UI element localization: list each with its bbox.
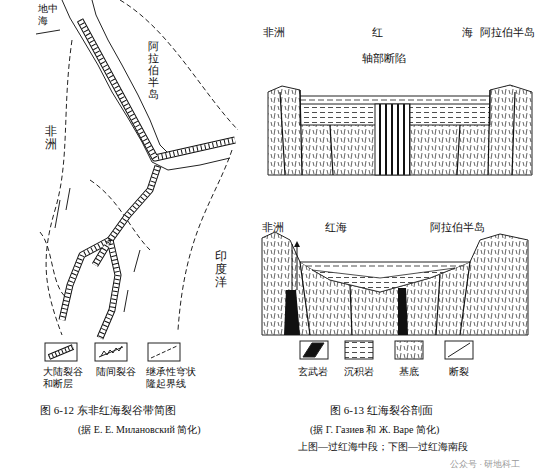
figure-caption: 图 6-13 红海裂谷剖面 [330,404,433,417]
section-label: 红 [372,26,383,39]
section-label: 非洲 [262,221,284,234]
dome-boundary [40,0,238,335]
section-label: 非洲 [263,26,285,39]
legend-icons-map [45,343,180,361]
legend-text: 沉积岩 [344,366,374,378]
legend-text: 基底 [399,366,419,378]
fault-line [55,188,140,312]
legend-icons-section [300,341,473,359]
map-label: 阿拉伯半岛 [148,40,159,100]
map-label: 地中海 [38,3,58,27]
legend-text: 陆间裂谷 [96,366,136,378]
legend-text: 继承性穹状隆起界线 [146,366,196,390]
figure-source: (据 Е. Е. Милановский 简化) [78,424,201,436]
legend-text: 玄武岩 [298,366,328,378]
section-label: 红海 [325,221,347,234]
section-label: 阿拉伯半岛 [430,221,485,234]
rift-band [62,20,235,338]
section-label: 阿拉伯半岛 [480,26,535,39]
map-label: 印度洋 [215,250,227,290]
figure-source: (据 Г. Газиев 和 Ж. Варе 简化) [310,424,439,436]
section-middle [268,85,532,175]
section-south [262,232,528,335]
watermark: 公众号 · 研地科工 [450,459,521,470]
legend-text: 断裂 [449,366,469,378]
section-label: 轴部断陷 [362,52,406,65]
map-label: 非洲 [45,125,57,151]
figure-note: 上图—过红海中段；下图—过红海南段 [298,441,468,453]
legend-text: 大陆裂谷和断层 [43,366,83,390]
section-label: 海 [462,26,473,39]
figure-caption: 图 6-12 东非红海裂谷带简图 [40,404,176,417]
